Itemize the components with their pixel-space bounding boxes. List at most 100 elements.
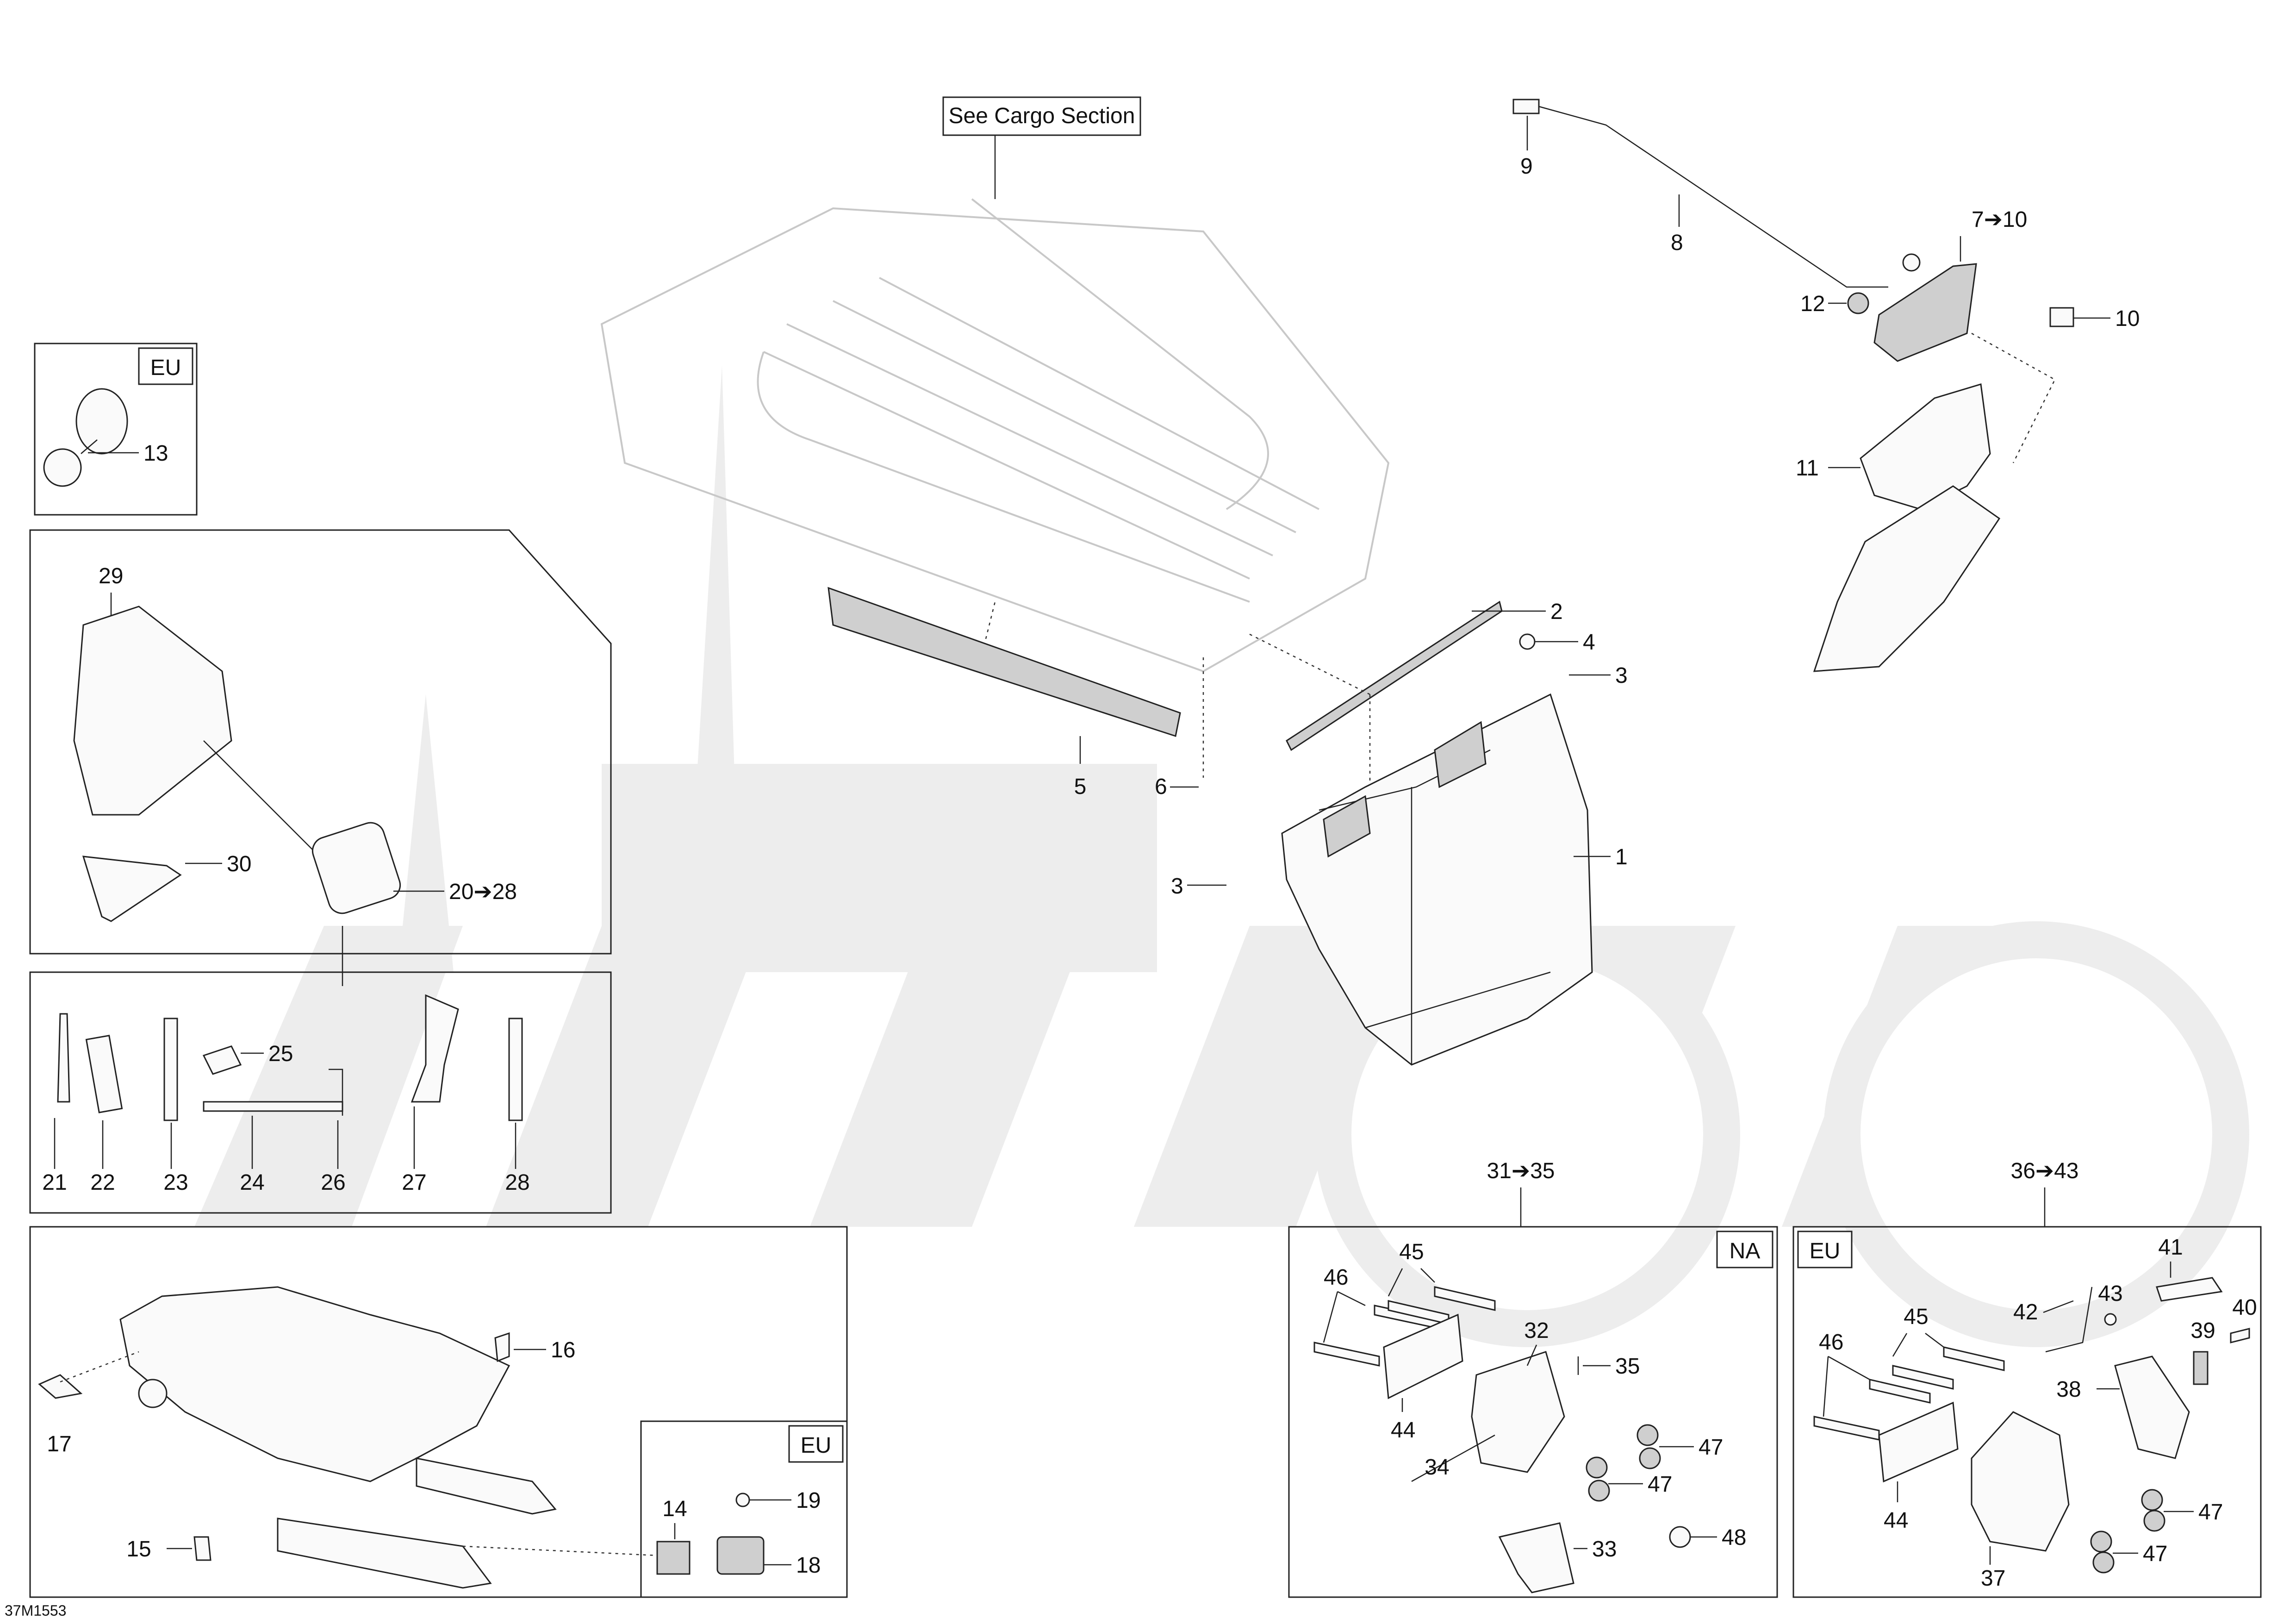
svg-text:47: 47 bbox=[2198, 1500, 2223, 1524]
hitch-plate-eu bbox=[1878, 1401, 1959, 1483]
plate-lamp bbox=[716, 1536, 765, 1575]
decal-17 bbox=[38, 1374, 83, 1399]
svg-text:44: 44 bbox=[1391, 1418, 1415, 1443]
svg-text:48: 48 bbox=[1722, 1525, 1746, 1550]
eu-hitch-panel bbox=[1792, 1226, 2262, 1598]
callout-3-left: 3 bbox=[1171, 874, 1183, 899]
svg-text:19: 19 bbox=[796, 1488, 821, 1513]
eu-badge-3: EU bbox=[1810, 1239, 1841, 1263]
svg-text:33: 33 bbox=[1592, 1537, 1617, 1562]
screwdriver bbox=[57, 1013, 70, 1103]
callout-29: 29 bbox=[99, 564, 123, 588]
svg-text:26: 26 bbox=[321, 1170, 345, 1195]
belt-tool bbox=[203, 1101, 343, 1112]
nuts-eu bbox=[2090, 1489, 2165, 1574]
callout-30: 30 bbox=[227, 852, 251, 876]
callout-1: 1 bbox=[1615, 845, 1628, 869]
latch-38 bbox=[2114, 1355, 2190, 1459]
svg-text:47: 47 bbox=[1699, 1435, 1723, 1460]
cap-48 bbox=[1669, 1526, 1691, 1548]
svg-text:42: 42 bbox=[2013, 1300, 2038, 1324]
callout-13: 13 bbox=[143, 441, 168, 466]
callout-36-43: 36➔43 bbox=[2011, 1159, 2079, 1183]
connector bbox=[1512, 99, 1540, 114]
cargo-rack bbox=[600, 198, 1390, 673]
rear-guard bbox=[1281, 693, 1593, 1066]
spark-plug-socket bbox=[85, 1035, 123, 1113]
callout-2: 2 bbox=[1550, 600, 1563, 624]
svg-text:46: 46 bbox=[1819, 1330, 1843, 1355]
wrench-small bbox=[163, 1018, 178, 1121]
eu-badge-2: EU bbox=[801, 1433, 832, 1458]
svg-text:47: 47 bbox=[1648, 1472, 1672, 1497]
callout-3-top: 3 bbox=[1615, 663, 1628, 688]
allen-key bbox=[329, 1068, 343, 1116]
nut bbox=[1847, 292, 1869, 314]
decals-panel bbox=[29, 1226, 848, 1598]
svg-text:47: 47 bbox=[2143, 1542, 2167, 1566]
watermark bbox=[194, 366, 2249, 1347]
svg-text:43: 43 bbox=[2098, 1281, 2122, 1306]
eu-badge-1: EU bbox=[150, 356, 181, 380]
svg-text:22: 22 bbox=[90, 1170, 115, 1195]
spring-39 bbox=[2193, 1351, 2209, 1385]
svg-text:23: 23 bbox=[163, 1170, 188, 1195]
svg-text:See Cargo Section: See Cargo Section bbox=[949, 104, 1135, 128]
callout-7-10: 7➔10 bbox=[1972, 207, 2027, 232]
see-cargo-note: See Cargo Section bbox=[942, 96, 1141, 199]
svg-text:28: 28 bbox=[505, 1170, 529, 1195]
hitch-pin-holder bbox=[1498, 1522, 1574, 1593]
svg-text:37: 37 bbox=[1981, 1566, 2005, 1591]
hitch-plate bbox=[1383, 1313, 1463, 1399]
wrench-large bbox=[508, 1018, 523, 1121]
drawing-code: 37M1553 bbox=[5, 1602, 66, 1619]
svg-text:18: 18 bbox=[796, 1553, 821, 1578]
screw-19 bbox=[735, 1493, 750, 1507]
taillight-lens bbox=[1873, 263, 1977, 362]
cable-42 bbox=[2045, 1287, 2093, 1353]
svg-text:46: 46 bbox=[1324, 1265, 1348, 1290]
mounting-strip bbox=[1286, 600, 1503, 751]
ski-front bbox=[277, 1518, 492, 1589]
hitch-bracket bbox=[1471, 1351, 1565, 1473]
na-badge: NA bbox=[1730, 1239, 1761, 1263]
callout-20-28: 20➔28 bbox=[449, 880, 517, 904]
svg-text:35: 35 bbox=[1615, 1354, 1640, 1379]
svg-text:40: 40 bbox=[2232, 1295, 2257, 1320]
snowmobile-body bbox=[119, 1286, 510, 1482]
taillight-housing bbox=[1813, 383, 2001, 672]
svg-text:16: 16 bbox=[551, 1338, 575, 1362]
tools-panel bbox=[29, 971, 612, 1214]
svg-text:44: 44 bbox=[1884, 1508, 1908, 1533]
svg-text:45: 45 bbox=[1399, 1240, 1424, 1264]
storage-bag bbox=[73, 606, 232, 816]
bulb bbox=[2049, 307, 2074, 327]
svg-text:38: 38 bbox=[2056, 1377, 2081, 1402]
svg-text:41: 41 bbox=[2158, 1235, 2183, 1260]
svg-text:34: 34 bbox=[1425, 1455, 1449, 1480]
plate-decal bbox=[656, 1541, 691, 1575]
tool-roll bbox=[311, 822, 401, 914]
svg-text:17: 17 bbox=[47, 1432, 71, 1456]
reflector-strip bbox=[828, 587, 1181, 737]
svg-text:14: 14 bbox=[662, 1497, 687, 1521]
svg-text:21: 21 bbox=[42, 1170, 67, 1195]
washer bbox=[1519, 633, 1536, 650]
eu-plate-panel bbox=[640, 1420, 848, 1598]
svg-text:15: 15 bbox=[126, 1537, 151, 1562]
clip-41 bbox=[2156, 1277, 2223, 1302]
spanner bbox=[411, 994, 459, 1103]
hitch-bracket-eu bbox=[1971, 1411, 2070, 1552]
clip bbox=[202, 1045, 242, 1075]
callout-12: 12 bbox=[1800, 292, 1825, 316]
svg-text:39: 39 bbox=[2190, 1318, 2215, 1343]
svg-text:24: 24 bbox=[240, 1170, 264, 1195]
callout-5: 5 bbox=[1074, 775, 1087, 799]
ski-rear bbox=[416, 1457, 557, 1515]
toolkit-panel bbox=[29, 529, 612, 955]
callout-8: 8 bbox=[1671, 231, 1683, 255]
mirror-reflector bbox=[75, 388, 128, 455]
decal-16 bbox=[494, 1332, 510, 1362]
eu-reflector-panel bbox=[34, 343, 198, 516]
